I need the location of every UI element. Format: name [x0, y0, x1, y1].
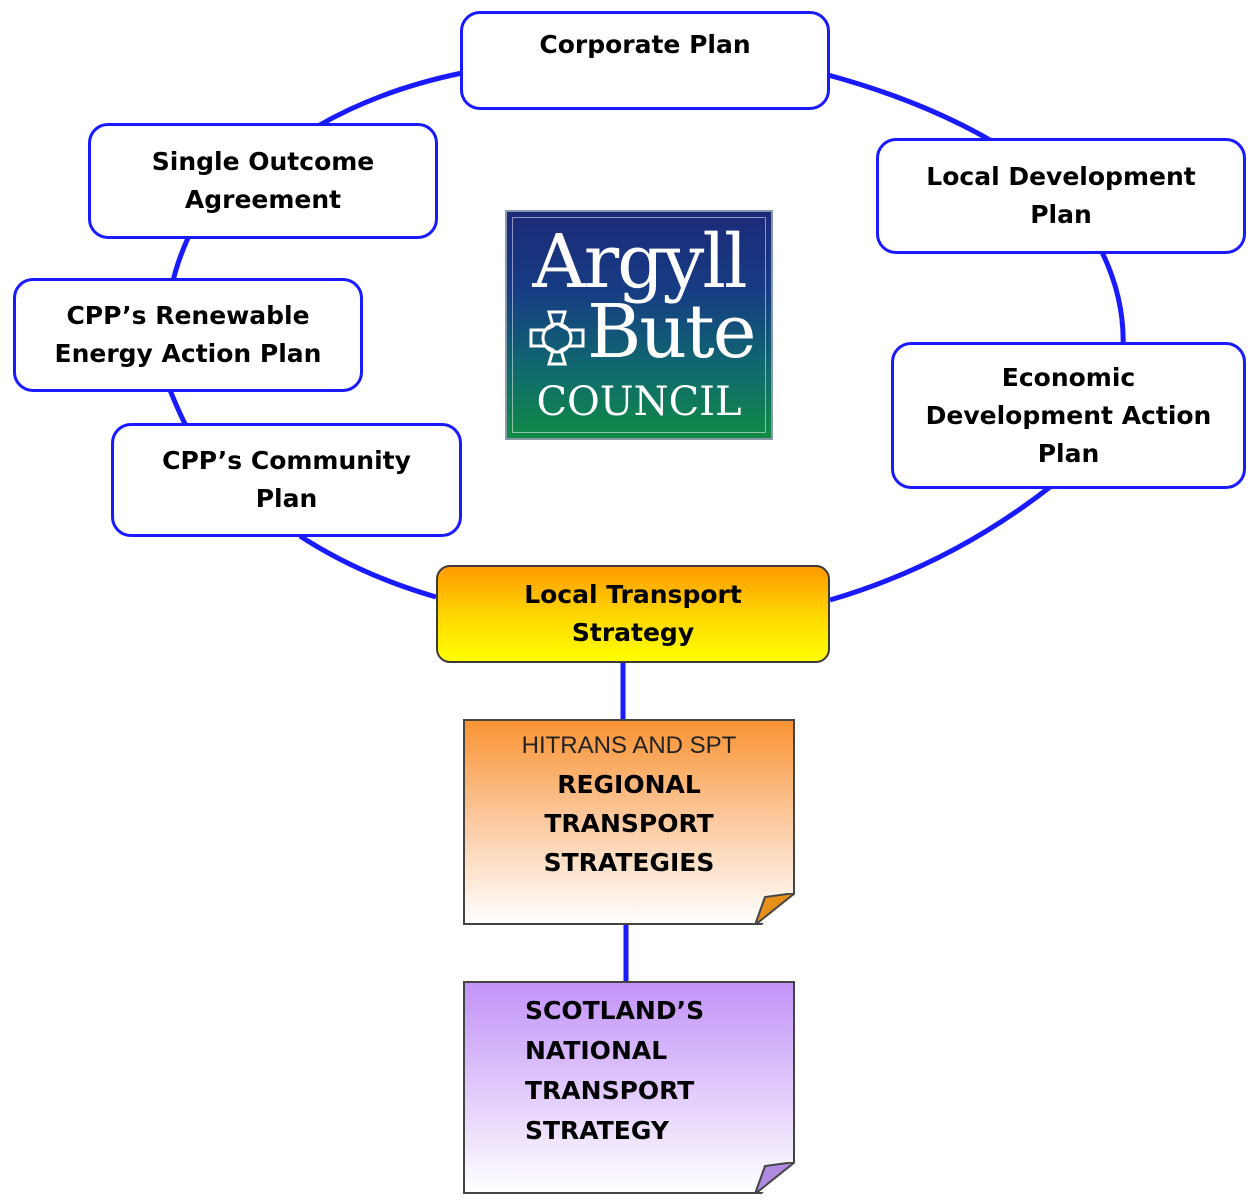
node-single-outcome-agreement: Single Outcome Agreement [88, 123, 438, 239]
node-label-line: Single Outcome [151, 147, 375, 176]
national-title-line: STRATEGY [525, 1116, 669, 1145]
connector-single-renewable [170, 236, 191, 282]
logo-text-bute: Bute [587, 289, 757, 375]
regional-title: REGIONAL TRANSPORT STRATEGIES [465, 765, 793, 882]
node-local-development-plan: Local Development Plan [876, 138, 1246, 254]
national-title: SCOTLAND’S NATIONAL TRANSPORT STRATEGY [525, 991, 704, 1151]
regional-subtitle: HITRANS AND SPT [521, 732, 737, 759]
node-label-line: CPP’s Renewable [66, 301, 310, 330]
node-community-plan: CPP’s Community Plan [111, 423, 462, 537]
node-label-line: Economic [1001, 362, 1136, 392]
connector-corporate-localdev [827, 72, 992, 143]
doc-regional-transport-strategies: HITRANS AND SPT REGIONAL TRANSPORT STRAT… [463, 719, 795, 925]
page-fold-icon [755, 893, 795, 925]
node-economic-development-action-plan: Economic Development Action Plan [891, 342, 1246, 489]
connector-localdev-economic [1099, 250, 1126, 349]
node-label-line: Plan [1037, 438, 1100, 468]
national-title-line: NATIONAL [525, 1036, 668, 1065]
celtic-cross-icon [529, 310, 585, 366]
node-label-line: Local Development [926, 162, 1196, 191]
logo-text-argyll: Argyll [532, 219, 747, 305]
connector-community-lts [298, 533, 437, 600]
national-title-line: SCOTLAND’S [525, 996, 705, 1025]
argyll-bute-council-logo: Argyll Bute COUNCIL [505, 210, 773, 440]
regional-title-line: STRATEGIES [543, 848, 715, 877]
node-renewable-energy-action-plan: CPP’s Renewable Energy Action Plan [13, 278, 363, 392]
connector-corporate-single [316, 70, 463, 129]
node-label-line: CPP’s Community [162, 446, 411, 475]
node-label-line: Energy Action Plan [54, 339, 322, 368]
node-label-line: Local Transport [524, 580, 742, 609]
node-label-line: Plan [1030, 200, 1092, 229]
node-label-line: Plan [255, 484, 318, 513]
page-fold-icon [755, 1162, 795, 1194]
node-label-line: Development Action [925, 400, 1212, 430]
connector-renewable-community [167, 389, 189, 428]
node-label-line: Corporate Plan [539, 30, 751, 59]
connector-economic-lts [829, 485, 1052, 603]
node-label-line: Strategy [571, 618, 695, 647]
regional-title-line: REGIONAL [557, 770, 701, 799]
doc-national-transport-strategy: SCOTLAND’S NATIONAL TRANSPORT STRATEGY [463, 981, 795, 1194]
node-corporate-plan: Corporate Plan [460, 11, 830, 110]
node-local-transport-strategy: Local Transport Strategy [436, 565, 830, 663]
logo-text-council: COUNCIL [536, 379, 742, 425]
node-label-line: Agreement [184, 185, 342, 214]
national-title-line: TRANSPORT [525, 1076, 695, 1105]
regional-title-line: TRANSPORT [544, 809, 714, 838]
logo-inner-frame [512, 217, 766, 433]
